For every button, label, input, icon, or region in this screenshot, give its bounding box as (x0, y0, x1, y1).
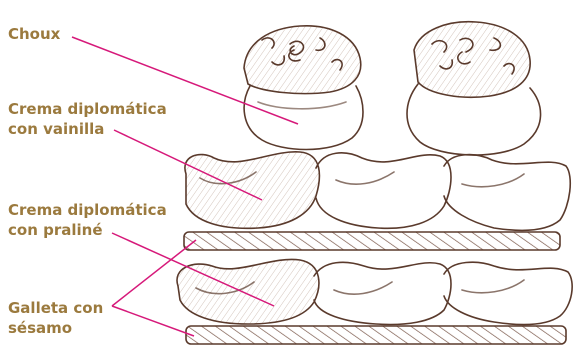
label-crema-praline-line2: con praliné (8, 220, 167, 240)
lower-cream-layer (177, 259, 572, 324)
label-crema-vainilla: Crema diplomática con vainilla (8, 99, 167, 139)
lower-sesame-biscuit (186, 326, 566, 344)
label-crema-vainilla-line2: con vainilla (8, 119, 167, 139)
label-crema-praline: Crema diplomática con praliné (8, 200, 167, 240)
label-choux-text: Choux (8, 25, 60, 43)
label-crema-praline-line1: Crema diplomática (8, 200, 167, 220)
choux-puffs (244, 22, 541, 155)
label-galleta: Galleta con sésamo (8, 298, 103, 338)
label-crema-vainilla-line1: Crema diplomática (8, 99, 167, 119)
label-choux: Choux (8, 24, 60, 44)
label-galleta-line2: sésamo (8, 318, 103, 338)
label-galleta-line1: Galleta con (8, 298, 103, 318)
leader-line-galleta-lower (112, 306, 194, 336)
upper-sesame-biscuit (184, 232, 560, 250)
